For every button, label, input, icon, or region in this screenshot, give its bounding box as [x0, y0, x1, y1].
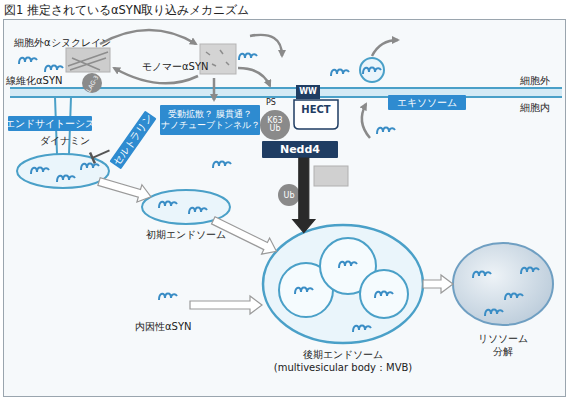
vesicle-node: ダイナミン [14, 134, 112, 190]
asyn-protein [375, 292, 393, 299]
uptake-arrow [100, 30, 196, 44]
uptake-arrow [238, 68, 270, 86]
hollow-arrow [190, 296, 262, 314]
process-box: エキソソーム [388, 95, 466, 110]
lysosome-node: リソソーム 分解 [448, 240, 558, 370]
ligase-domain: WW HECT [293, 84, 339, 130]
asyn-protein [363, 68, 381, 75]
text-label: PS [266, 98, 276, 107]
uptake-arrow [250, 35, 282, 56]
node-text: セルトラリン [110, 111, 156, 168]
node-text: K63 Ub [263, 117, 287, 134]
text-label: 細胞内 [520, 101, 550, 115]
node-text: Ub [284, 191, 295, 200]
asyn-protein [57, 176, 75, 183]
asyn-protein [339, 262, 357, 269]
inhibit-line [92, 150, 109, 158]
exosome-arrow [372, 40, 398, 56]
ubiquitin-circle: Ub [278, 184, 300, 206]
endosome-node: 後期エンドソーム (multivesicular body：MVB) [258, 222, 428, 384]
node-text: LAG-3 [84, 73, 99, 92]
node-text: 受動拡散？ 膜貫通？ ナノチューブトンネル？ [161, 109, 260, 131]
drug-box: セルトラリン [109, 111, 156, 170]
outline-part [142, 190, 230, 224]
node-text: Nedd4 [280, 143, 320, 156]
fibril-texture [68, 52, 108, 70]
node-text: WW [296, 85, 320, 99]
exosome-vesicle [360, 58, 384, 82]
ubiquitin-circle: K63 Ub [260, 110, 290, 140]
asyn-protein [331, 70, 349, 77]
fibril-image [66, 48, 110, 72]
asyn-protein [45, 66, 63, 73]
asyn-protein [521, 268, 539, 275]
node-text: ダイナミン [40, 134, 90, 148]
solid-arrow [293, 158, 315, 233]
asyn-protein [31, 168, 49, 175]
node-text: 初期エンドソーム [138, 228, 234, 242]
outline-part [17, 154, 109, 188]
text-label: 内因性αSYN [135, 320, 192, 334]
figure-frame [4, 20, 566, 397]
hollow-arrow [98, 178, 151, 202]
inhibit-connector [90, 150, 109, 163]
node-text: HECT [294, 104, 338, 115]
node-text: 後期エンドソーム (multivesicular body：MVB) [268, 348, 418, 374]
uptake-arrow [213, 78, 216, 100]
asyn-protein [473, 272, 491, 279]
endosome-node: 初期エンドソーム [138, 188, 234, 242]
text-label: 細胞外αシヌクレイン [14, 36, 111, 50]
outline-part [360, 270, 408, 318]
micrograph-image [314, 166, 348, 186]
process-box: 受動拡散？ 膜貫通？ ナノチューブトンネル？ [160, 105, 260, 135]
node-text: リソソーム 分解 [473, 332, 533, 358]
asyn-protein [81, 164, 99, 171]
asyn-protein [159, 294, 177, 301]
hollow-arrow [212, 217, 277, 254]
outline-part [296, 85, 320, 99]
process-box: エンドサイトーシス [8, 116, 92, 131]
asyn-protein [505, 294, 523, 301]
enzyme-box: Nedd4 [262, 141, 338, 158]
asyn-protein [213, 162, 231, 169]
asyn-protein [377, 128, 395, 135]
asyn-protein [159, 202, 177, 209]
hollow-arrow [423, 275, 453, 293]
asyn-protein [485, 310, 503, 317]
asyn-protein [295, 288, 313, 295]
exosome-arrow [362, 104, 370, 138]
membrane-line [10, 96, 562, 98]
asyn-protein [19, 58, 37, 65]
monomer-texture [206, 50, 229, 66]
text-label: モノマーαSYN [142, 60, 209, 74]
inhibit-bar [90, 152, 95, 163]
node-text: エンドサイトーシス [5, 117, 95, 131]
asyn-protein [353, 326, 371, 333]
asyn-protein [189, 208, 207, 215]
asyn-protein [239, 54, 257, 61]
outline-part [294, 100, 338, 129]
figure-title: 図1 推定されているαSYN取り込みメカニズム [4, 3, 249, 18]
node-text: エキソソーム [397, 96, 457, 110]
outline-part [263, 225, 423, 343]
receptor-circle: LAG-3 [82, 73, 102, 93]
text-label: 細胞外 [520, 74, 550, 88]
outline-part [453, 243, 553, 325]
text-label: 線維化αSYN [6, 74, 63, 88]
